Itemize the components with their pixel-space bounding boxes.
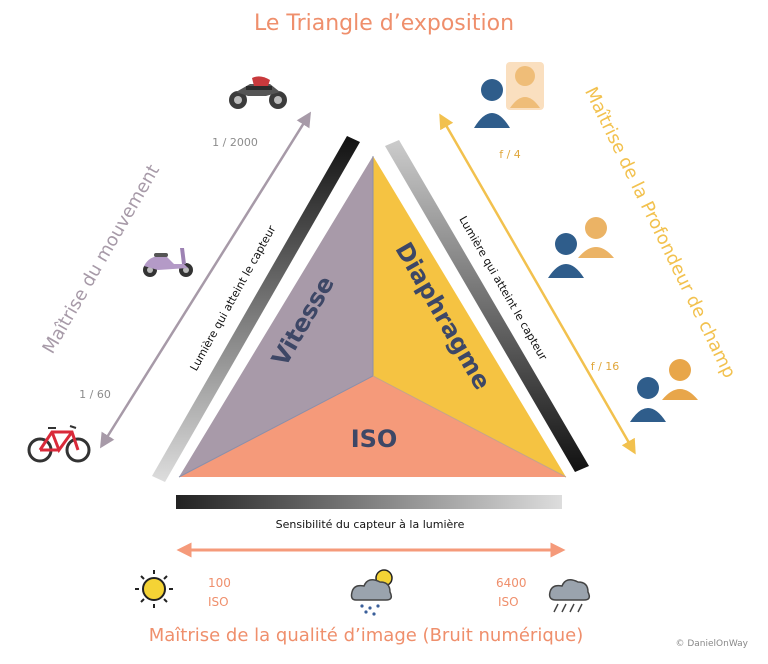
left-axis-top-value: 1 / 2000: [212, 136, 258, 149]
diagram-title: Le Triangle d’exposition: [254, 11, 514, 36]
people-semi-blurred-icon: [548, 217, 614, 278]
right-axis-arrow: [439, 113, 636, 455]
bottom-axis-title: Maîtrise de la qualité d’image (Bruit nu…: [149, 625, 584, 646]
bottom-axis-right-value: 6400: [496, 576, 527, 590]
iso-label: ISO: [351, 425, 398, 453]
people-sharp-icon: [630, 359, 698, 422]
bottom-sensitivity-bar: [176, 495, 562, 509]
bottom-axis-right-unit: ISO: [498, 595, 519, 609]
left-axis-bottom-value: 1 / 60: [79, 388, 111, 401]
right-axis-top-value: f / 4: [499, 148, 521, 161]
right-axis-bottom-value: f / 16: [591, 360, 620, 373]
sun-icon: [135, 570, 173, 608]
scooter-icon: [143, 248, 193, 277]
left-axis-title: Maîtrise du mouvement: [39, 161, 164, 357]
credit-text: © DanielOnWay: [675, 639, 748, 649]
bottom-axis-left-value: 100: [208, 576, 231, 590]
left-axis-arrow: [100, 111, 311, 449]
partly-cloudy-rain-icon: [350, 569, 393, 616]
rain-cloud-icon: [548, 579, 591, 613]
bottom-axis-left-unit: ISO: [208, 595, 229, 609]
bottom-bar-text: Sensibilité du capteur à la lumière: [276, 518, 465, 531]
people-blurred-icon: [474, 62, 544, 128]
motorcycle-icon: [229, 76, 287, 109]
bicycle-icon: [27, 425, 91, 463]
